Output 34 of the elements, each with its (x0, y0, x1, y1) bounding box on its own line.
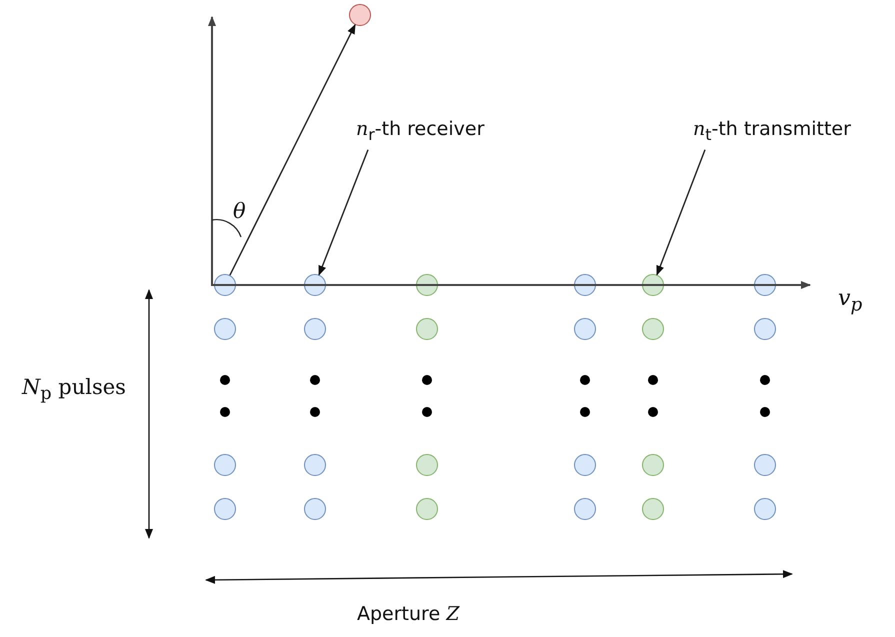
receiver-circle (754, 318, 776, 340)
leader-line (318, 150, 369, 276)
receiver-circle (574, 274, 596, 296)
receiver-label: n$_{r}$-th receiver (356, 118, 484, 144)
receiver-circle (214, 274, 236, 296)
receiver-circle (574, 454, 596, 476)
receiver-circle (304, 454, 326, 476)
receiver-circle (754, 454, 776, 476)
receiver-circle (304, 318, 326, 340)
receiver-circle (574, 318, 596, 340)
angle-label: θ (233, 199, 246, 223)
receiver-circle (754, 498, 776, 520)
transmitter-circle (642, 454, 664, 476)
transmitter-circle (642, 274, 664, 296)
receiver-circle (214, 318, 236, 340)
transmitter-circle (642, 498, 664, 520)
transmitter-circle (416, 454, 438, 476)
leader-line (656, 150, 706, 276)
receiver-circle (574, 498, 596, 520)
transmitter-label: n$_{t}$-th transmitter (693, 118, 851, 144)
target-circle (349, 4, 371, 26)
transmitter-circle (416, 274, 438, 296)
transmitter-circle (642, 318, 664, 340)
velocity-label: v$_{p}$ (838, 286, 862, 316)
receiver-circle (754, 274, 776, 296)
receiver-circle (304, 498, 326, 520)
transmitter-circle (416, 318, 438, 340)
receiver-circle (214, 454, 236, 476)
transmitter-circle (416, 498, 438, 520)
aperture-label: Aperture Z (357, 603, 460, 625)
receiver-circle (304, 274, 326, 296)
pulses-label: N$_{p}$ pulses (22, 375, 126, 404)
arrow (229, 24, 356, 276)
receiver-circle (214, 498, 236, 520)
